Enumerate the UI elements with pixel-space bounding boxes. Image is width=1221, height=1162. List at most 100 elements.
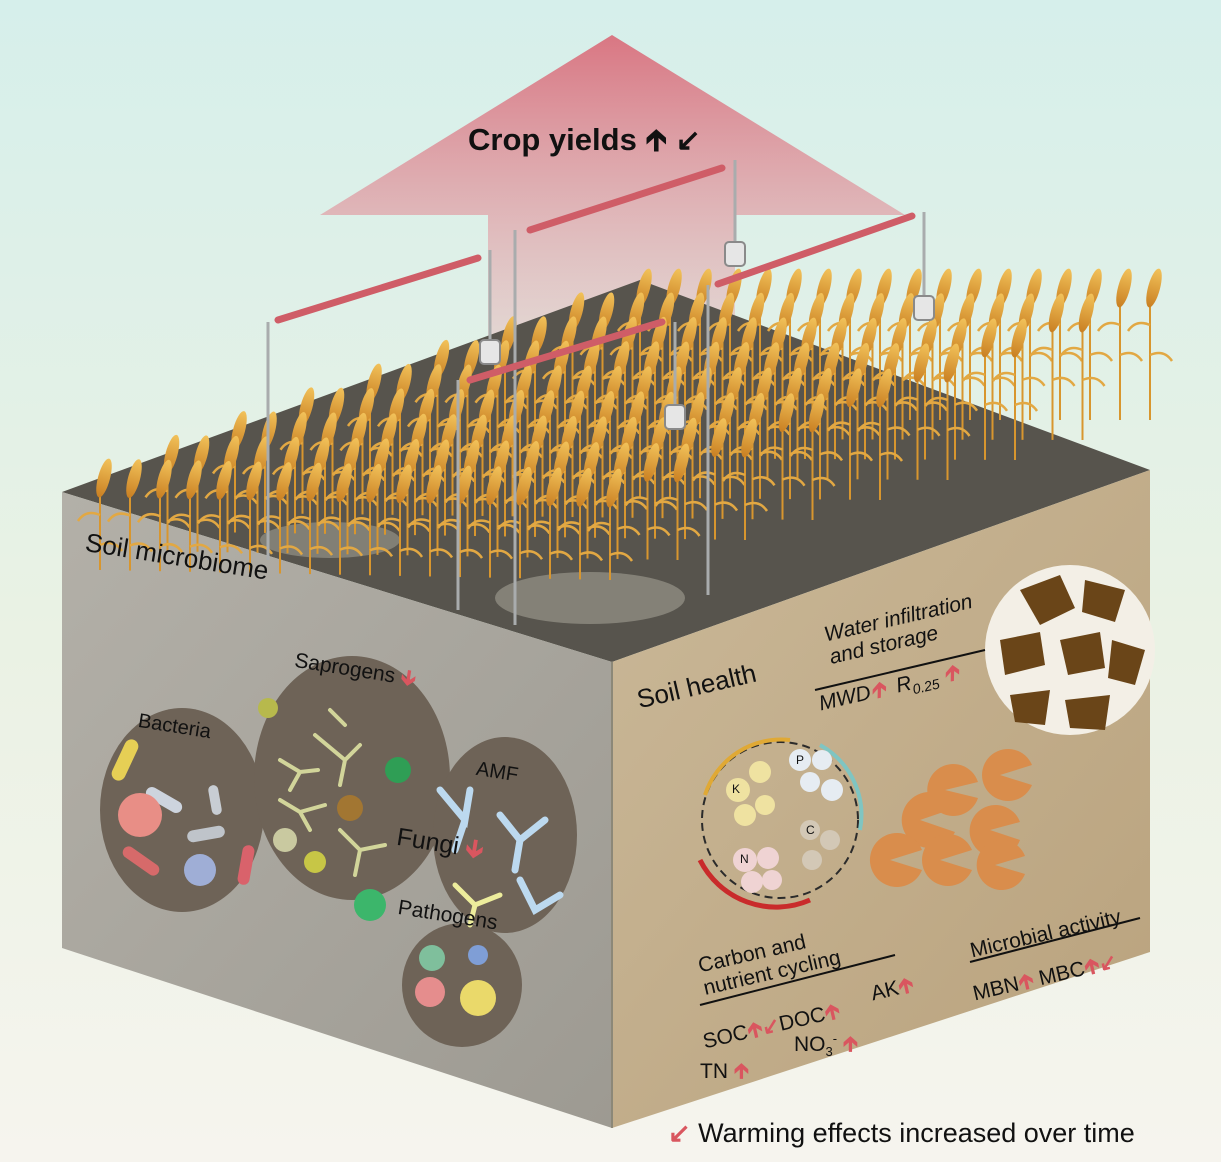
amf-circle bbox=[433, 737, 577, 933]
wheat-leaf bbox=[286, 515, 311, 526]
wheat-leaf bbox=[219, 544, 244, 555]
wheat-leaf bbox=[459, 548, 484, 559]
wheat-leaf bbox=[136, 512, 161, 523]
wheat-ear bbox=[186, 460, 202, 500]
pathogen-shapes bbox=[415, 945, 496, 1016]
wheat-ear bbox=[1146, 268, 1162, 308]
wheat-ear bbox=[778, 393, 795, 433]
wheat-ear bbox=[711, 418, 727, 457]
no3-superscript: - bbox=[832, 1031, 838, 1046]
wheat-leaf bbox=[76, 511, 101, 522]
warming-arrow-icon: ↙ bbox=[675, 124, 701, 157]
wheat-leaf bbox=[1089, 351, 1114, 362]
wheat-leaf bbox=[376, 517, 401, 528]
phosphorus-dots bbox=[789, 749, 843, 801]
wheat-leaf bbox=[819, 451, 844, 462]
wheat-leaf bbox=[894, 396, 918, 407]
no3-metric: NO3- 🡱 bbox=[794, 1030, 858, 1065]
fungi-hyphae bbox=[452, 882, 503, 928]
legend-text: Warming effects increased over time bbox=[698, 1118, 1135, 1148]
wheat-leaf bbox=[887, 426, 911, 437]
wheat-ear bbox=[808, 393, 825, 433]
no3-label: NO bbox=[794, 1033, 826, 1056]
wheat-ear bbox=[943, 343, 960, 383]
wheat-leaf bbox=[856, 421, 881, 432]
wheat-ear bbox=[126, 459, 142, 498]
wheat-leaf bbox=[226, 514, 251, 525]
wheat-leaf bbox=[339, 546, 364, 557]
bacteria-shapes bbox=[111, 739, 255, 886]
potassium-letter: K bbox=[732, 782, 741, 796]
wheat-leaf bbox=[647, 526, 671, 537]
mbc-label: MBC bbox=[1036, 957, 1088, 991]
wheat-leaf bbox=[166, 513, 191, 524]
wheat-leaf bbox=[609, 551, 634, 562]
increase-arrow-icon: 🡱 bbox=[733, 1060, 749, 1083]
increase-arrow-icon: 🡱 bbox=[867, 677, 888, 704]
carbon-letter: C bbox=[806, 823, 815, 837]
wheat-leaf bbox=[654, 496, 678, 507]
wheat-leaf bbox=[556, 521, 581, 532]
wheat-ear bbox=[426, 465, 442, 504]
wheat-leaf bbox=[586, 521, 611, 532]
wheat-leaf bbox=[849, 451, 874, 462]
crop-yield-arrow bbox=[320, 35, 905, 420]
wheat-leaf bbox=[969, 351, 994, 362]
tn-metric: TN 🡱 bbox=[700, 1057, 749, 1092]
wheat-leaf bbox=[917, 426, 941, 437]
wheat-ear bbox=[246, 461, 262, 501]
wheat-leaf bbox=[691, 471, 716, 482]
wheat-leaf bbox=[316, 516, 341, 527]
wheat-ear bbox=[156, 459, 172, 499]
wheat-leaf bbox=[782, 476, 806, 487]
amf-hyphae bbox=[436, 786, 564, 915]
increase-arrow-icon: 🡱 bbox=[645, 124, 667, 157]
wheat-leaf bbox=[1029, 346, 1053, 357]
soil-aggregate bbox=[985, 565, 1155, 735]
wheat-leaf bbox=[684, 500, 709, 511]
wheat-leaf bbox=[812, 476, 836, 487]
wheat-ear bbox=[486, 466, 502, 506]
nitrogen-letter: N bbox=[740, 852, 749, 866]
wheat-leaf bbox=[1014, 401, 1039, 412]
wheat-leaf bbox=[249, 544, 274, 555]
wheat-leaf bbox=[759, 446, 783, 457]
wheat-leaf bbox=[752, 476, 776, 487]
phosphorus-letter: P bbox=[796, 753, 805, 767]
soc-label: SOC bbox=[700, 1020, 751, 1054]
wheat-ear bbox=[606, 468, 622, 508]
wheat-ear bbox=[1116, 268, 1132, 308]
wheat-leaf bbox=[617, 525, 641, 536]
wheat-leaf bbox=[947, 426, 971, 437]
enzyme-shapes bbox=[869, 749, 1032, 890]
wheat-leaf bbox=[714, 501, 739, 512]
wheat-leaf bbox=[991, 371, 1016, 382]
wheat-leaf bbox=[196, 514, 221, 525]
crop-yields-text: Crop yields bbox=[468, 122, 637, 157]
wheat-leaf bbox=[677, 526, 701, 537]
wheat-ear bbox=[396, 464, 412, 504]
wheat-leaf bbox=[466, 519, 491, 530]
fungi-text: Fungi bbox=[394, 822, 461, 861]
wheat-leaf bbox=[1119, 351, 1144, 362]
nitrogen-dots bbox=[733, 847, 782, 893]
wheat-leaf bbox=[1059, 346, 1083, 357]
wheat-leaf bbox=[1149, 351, 1174, 362]
wheat-leaf bbox=[346, 517, 371, 528]
nutrient-wheel bbox=[697, 737, 864, 910]
crop-yields-title: Crop yields 🡱 ↙ bbox=[468, 118, 701, 169]
saprogens-hyphae bbox=[278, 708, 387, 877]
wheat-leaf bbox=[406, 518, 431, 529]
wheat-ear bbox=[643, 443, 660, 482]
wheat-ear bbox=[913, 343, 930, 383]
wheat-leaf bbox=[624, 496, 648, 507]
wheat-leaf bbox=[579, 551, 604, 562]
wheat-leaf bbox=[826, 421, 851, 432]
wheat-ear bbox=[456, 465, 472, 505]
carbon-dots bbox=[800, 820, 840, 870]
wheat-leaf bbox=[129, 542, 154, 553]
wheat-leaf bbox=[99, 541, 124, 552]
wheat-leaf bbox=[744, 501, 769, 512]
wheat-ear bbox=[876, 368, 892, 408]
